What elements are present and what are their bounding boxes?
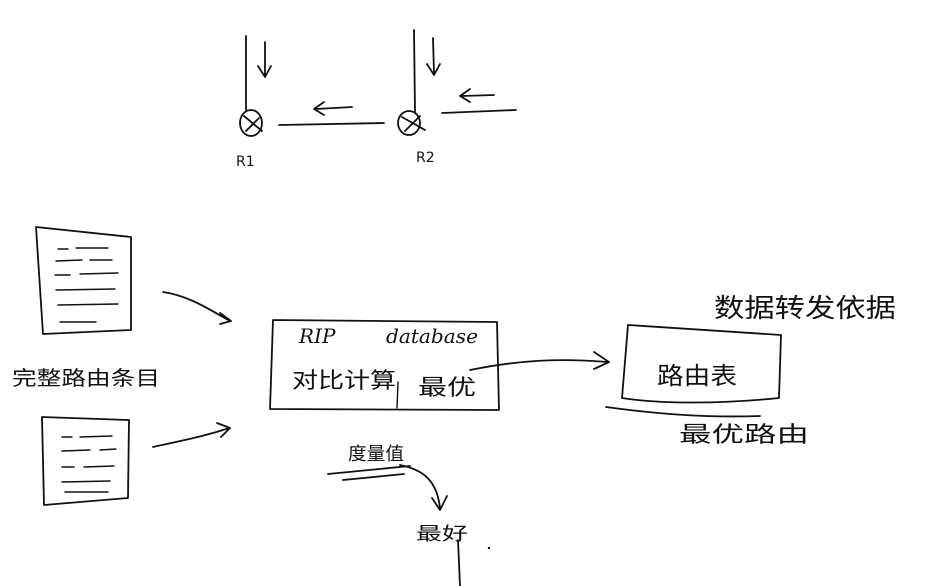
ink-dot bbox=[487, 546, 491, 550]
r2-incoming-line bbox=[413, 29, 416, 113]
route-entries-document-bottom bbox=[41, 416, 130, 506]
left-arrow-into-r2 bbox=[459, 88, 495, 103]
arrow-bottom-doc-to-process bbox=[152, 422, 231, 448]
route-entries-document-top bbox=[35, 226, 132, 335]
box-divider bbox=[396, 381, 399, 409]
best-route-label: 最优路由 bbox=[679, 423, 809, 448]
database-label: database bbox=[386, 324, 478, 348]
r2-down-arrow bbox=[426, 37, 441, 76]
best-label: 最优 bbox=[418, 376, 476, 401]
cost-label: 度量值 bbox=[348, 444, 404, 465]
router-r1-icon bbox=[239, 109, 263, 137]
arrow-process-to-route-table bbox=[469, 351, 610, 371]
router-r2-icon bbox=[397, 110, 426, 136]
router-r2-label: R2 bbox=[416, 150, 435, 166]
route-table-box bbox=[621, 324, 782, 404]
cost-underline bbox=[327, 465, 411, 481]
compare-compute-label: 对比计算 bbox=[292, 369, 396, 394]
metric-vertical-line bbox=[457, 539, 461, 586]
r1-r2-link bbox=[278, 122, 385, 126]
r1-down-arrow bbox=[257, 41, 272, 78]
route-table-title: 路由表 bbox=[657, 362, 737, 390]
left-arrow-r2-to-r1 bbox=[313, 101, 353, 116]
metric-label: 最好 bbox=[416, 524, 468, 545]
r2-right-line bbox=[441, 109, 517, 114]
router-r1-label: R1 bbox=[236, 154, 255, 170]
rip-database-box bbox=[269, 319, 500, 411]
arrow-top-doc-to-process bbox=[162, 291, 232, 325]
arrow-cost-to-metric bbox=[399, 464, 448, 511]
router-diagram: R1 R2 bbox=[236, 29, 517, 170]
best-route-pointer-line bbox=[605, 406, 761, 418]
full-route-entries-label: 完整路由条目 bbox=[12, 366, 160, 390]
rip-label: RIP bbox=[298, 324, 336, 348]
forwarding-basis-label: 数据转发依据 bbox=[714, 294, 896, 324]
